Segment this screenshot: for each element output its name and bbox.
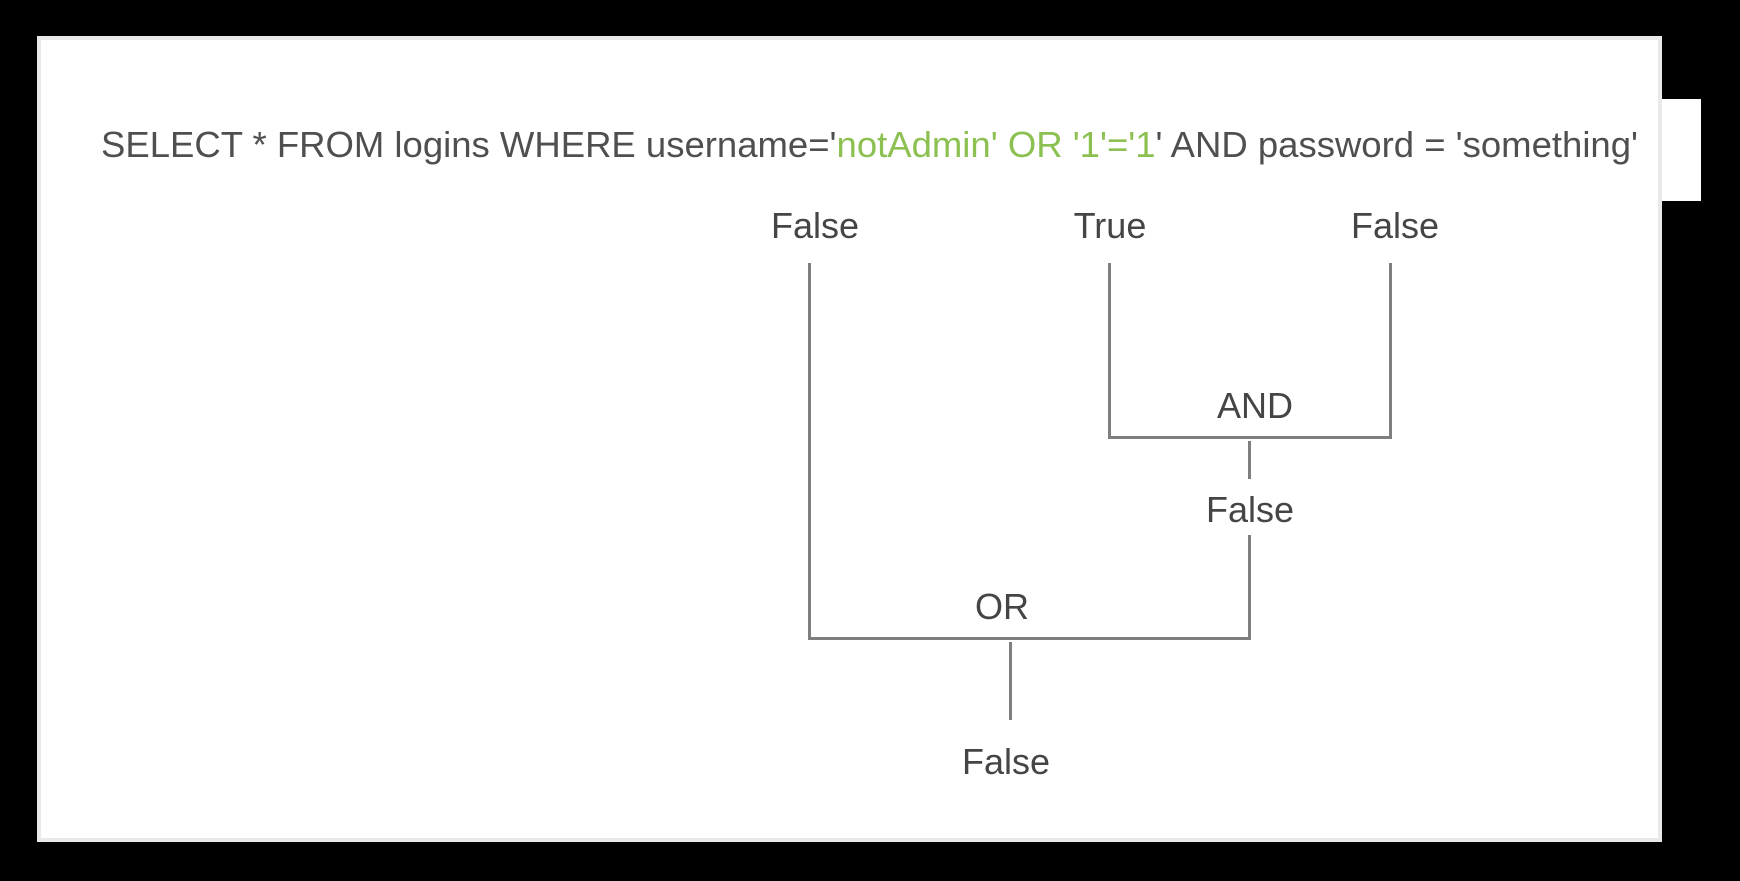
branch-line-false-right [1389, 263, 1392, 439]
sql-query-suffix: ' AND password = 'something' [1155, 124, 1638, 165]
operator-label-and: AND [1216, 385, 1294, 426]
and-join-bar [1108, 436, 1392, 439]
branch-line-false-left [808, 263, 811, 640]
sql-query-line: SELECT * FROM logins WHERE username='not… [101, 124, 1638, 165]
and-result-label: False [1205, 489, 1295, 530]
or-result-drop-line [1009, 642, 1012, 720]
and-result-drop-line [1248, 441, 1251, 479]
slide-card [37, 36, 1662, 842]
operator-label-or: OR [975, 586, 1029, 627]
sql-query-prefix: SELECT * FROM logins WHERE username=' [101, 124, 837, 165]
side-tab [1662, 99, 1701, 201]
leaf-label-false-left: False [770, 205, 860, 246]
or-join-bar [808, 637, 1251, 640]
leaf-label-true: True [1073, 205, 1147, 246]
leaf-label-false-right: False [1350, 205, 1440, 246]
sql-query-injection: notAdmin' OR '1'='1 [836, 124, 1156, 165]
branch-line-true [1108, 263, 1111, 439]
final-result-label: False [961, 741, 1051, 782]
and-result-to-or-line [1248, 535, 1251, 640]
